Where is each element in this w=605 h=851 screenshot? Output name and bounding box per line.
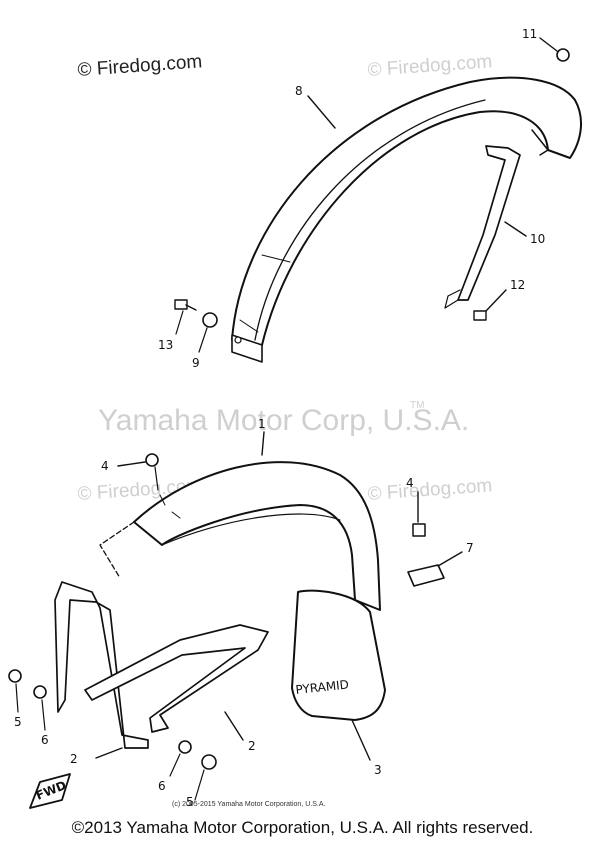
callout-7: 7	[466, 541, 474, 555]
callout-1: 1	[258, 417, 266, 431]
watermark-tm: TM	[410, 400, 424, 411]
bolt-part-12	[473, 289, 507, 321]
nut-part-6-left	[33, 685, 47, 731]
bolt-part-4-right	[412, 491, 426, 537]
plate-lettering: PYRAMID	[295, 677, 350, 697]
callout-3: 3	[374, 763, 382, 777]
leader-2-right	[224, 711, 244, 741]
callout-6-left: 6	[41, 733, 49, 747]
watermark-firedog-mid-right: © Firedog.com	[367, 475, 493, 505]
bolt-part-4-left	[117, 453, 159, 491]
forward-direction-marker: FWD	[29, 773, 71, 809]
watermark-firedog-top-left: © Firedog.com	[77, 51, 203, 81]
leader-8	[307, 95, 336, 129]
bolt-part-5-left	[8, 669, 22, 713]
callout-10: 10	[530, 232, 545, 246]
rear-fender-part-8	[231, 76, 582, 363]
callout-5-right: 5	[186, 795, 194, 809]
callout-2-left: 2	[70, 752, 78, 766]
leader-2-left	[95, 747, 123, 759]
bolt-part-5-right	[194, 754, 217, 801]
bolt-part-11	[539, 37, 570, 62]
fender-stay-part-2-right	[84, 624, 269, 733]
watermark-firedog-top-right: © Firedog.com	[367, 51, 493, 81]
callout-8: 8	[295, 84, 303, 98]
callout-11: 11	[522, 27, 537, 41]
leader-10	[504, 221, 527, 237]
fender-stay-part-10	[444, 145, 521, 309]
nut-part-9	[198, 312, 218, 353]
callout-4-right: 4	[406, 476, 414, 490]
nut-part-6-right	[169, 740, 192, 777]
watermark-yamaha: Yamaha Motor Corp, U.S.A.	[98, 404, 469, 437]
callout-9: 9	[192, 356, 200, 370]
callout-5-left: 5	[14, 715, 22, 729]
callout-4-left: 4	[101, 459, 109, 473]
reflector-part-7	[407, 551, 463, 587]
small-copyright: (c) 2005-2015 Yamaha Motor Corporation, …	[172, 801, 326, 808]
leader-1	[261, 431, 265, 456]
callout-12: 12	[510, 278, 525, 292]
callout-13: 13	[158, 338, 173, 352]
bolt-part-13	[174, 299, 197, 335]
callout-6-right: 6	[158, 779, 166, 793]
number-plate-part-3: PYRAMID	[291, 589, 386, 721]
callout-2-right: 2	[248, 739, 256, 753]
leader-3	[351, 719, 371, 761]
front-fender-part-1	[99, 461, 381, 611]
footer-copyright: ©2013 Yamaha Motor Corporation, U.S.A. A…	[71, 818, 534, 837]
